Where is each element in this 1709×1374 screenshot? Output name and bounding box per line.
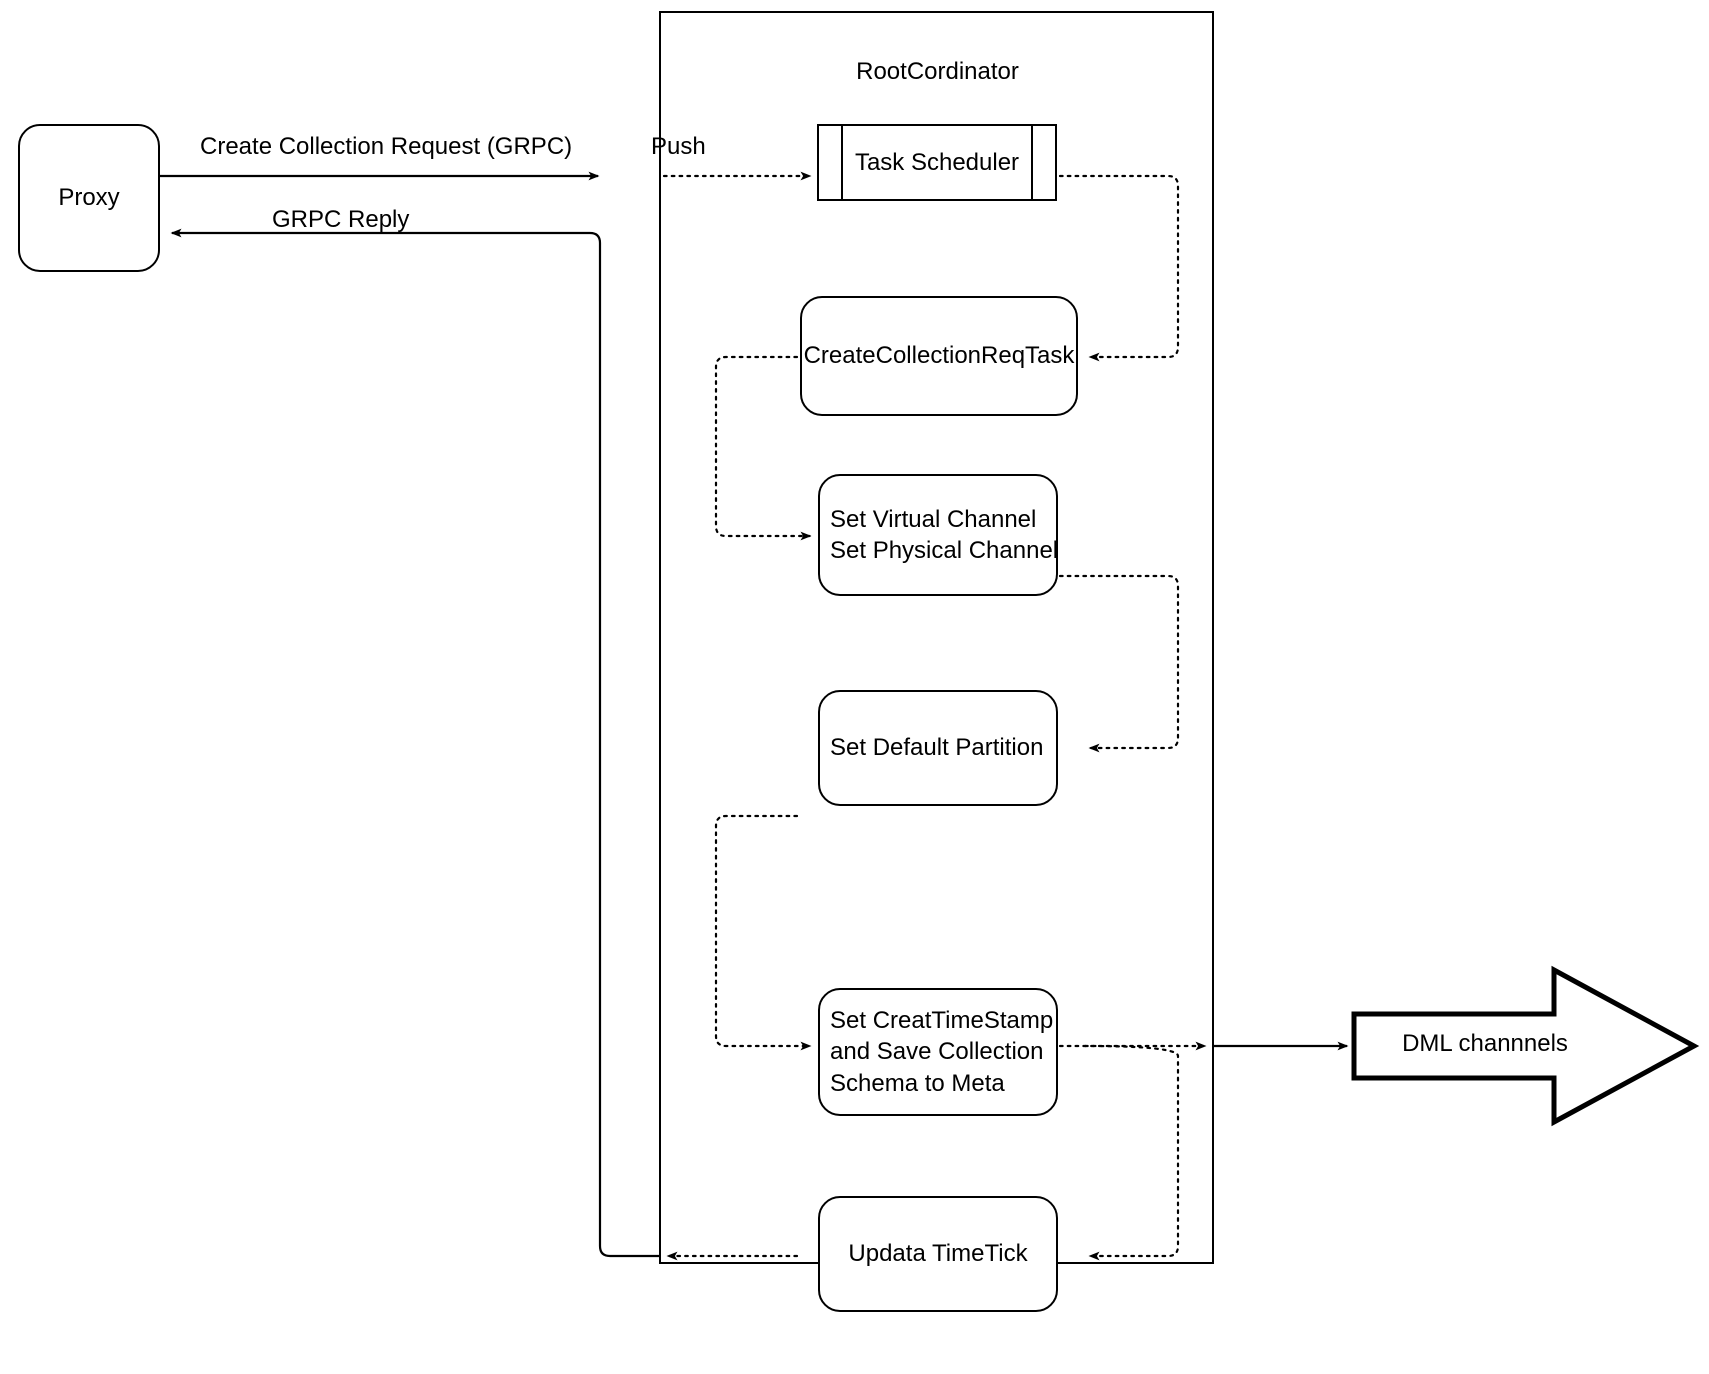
node-task-scheduler-label: Task Scheduler xyxy=(854,148,1020,176)
dml-channels-arrow-shape xyxy=(1351,965,1700,1127)
task-scheduler-divider-left xyxy=(841,125,844,199)
edge-pop-dotted xyxy=(1058,174,1180,362)
node-updata-timetick[interactable]: Updata TimeTick xyxy=(818,1196,1058,1312)
rootcoordinator-label: RootCordinator xyxy=(856,58,1019,85)
node-updata-timetick-label: Updata TimeTick xyxy=(848,1240,1028,1268)
node-set-default-partition[interactable]: Set Default Partition xyxy=(818,690,1058,806)
edge-timestamp-to-timetick-dotted xyxy=(1083,1044,1180,1261)
node-set-default-partition-label: Set Default Partition xyxy=(830,734,1044,762)
edge-channels-to-partition-dotted xyxy=(1058,574,1180,753)
task-scheduler-divider-right xyxy=(1031,125,1034,199)
edge-grpc-reply-solid xyxy=(170,228,660,1258)
node-set-createtimestamp-label: Set CreatTimeStamp and Save Collection S… xyxy=(830,1007,1054,1097)
node-proxy[interactable]: Proxy xyxy=(18,124,160,272)
node-create-collection-req-task[interactable]: CreateCollectionReqTask xyxy=(800,296,1078,416)
edge-label-grpc-reply: GRPC Reply xyxy=(272,206,410,233)
node-set-channels[interactable]: Set Virtual Channel Set Physical Channel xyxy=(818,474,1058,596)
node-create-collection-req-task-label: CreateCollectionReqTask xyxy=(803,342,1075,370)
node-dml-channels[interactable] xyxy=(1340,960,1705,1132)
node-dml-channels-label: DML channnels xyxy=(1402,1030,1568,1057)
node-task-scheduler[interactable]: Task Scheduler xyxy=(817,124,1057,201)
node-set-channels-label: Set Virtual Channel Set Physical Channel xyxy=(830,505,1059,564)
node-set-createtimestamp[interactable]: Set CreatTimeStamp and Save Collection S… xyxy=(818,988,1058,1116)
node-proxy-label: Proxy xyxy=(58,184,120,212)
edge-label-push: Push xyxy=(651,133,706,160)
edge-task-to-channels-dotted xyxy=(714,355,812,541)
edge-partition-to-timestamp-dotted xyxy=(714,814,812,1051)
edge-label-create-collection-request: Create Collection Request (GRPC) xyxy=(200,133,573,160)
